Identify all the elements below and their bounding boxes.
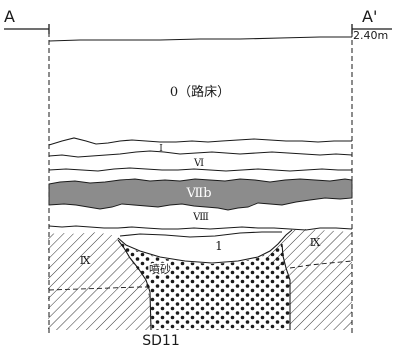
layer-label-sand-boil: 噴砂 (149, 263, 171, 276)
layer-label-0: 0（路床） (170, 84, 230, 100)
feature-label-sd11: SD11 (142, 333, 179, 347)
layer-viib-fill (48, 178, 353, 211)
boundary-vi-viib (48, 167, 352, 172)
layer-label-viib: Ⅶb (185, 186, 211, 201)
layer-ix-left-fill (48, 232, 152, 330)
sand-boil-outline (117, 239, 152, 331)
boundary-dashed-right (289, 260, 353, 269)
elevation-label: 2.40m (353, 29, 388, 42)
boundary-i-vi (48, 150, 353, 158)
sand-boil-outline-right (281, 243, 291, 330)
sd11-fill-top (119, 231, 282, 238)
layer-label-viii: Ⅷ (192, 212, 209, 223)
sd11-cut-line (117, 229, 293, 264)
layer-label-ix-left: Ⅸ (80, 254, 91, 267)
ground-surface-line (48, 36, 352, 42)
layer-label-vi: Ⅵ (193, 158, 204, 169)
endpoint-label-a-prime: A' (362, 7, 377, 26)
layer-label-1: 1 (215, 239, 223, 253)
boundary-0-i (48, 137, 352, 146)
sand-boil-fill (118, 240, 290, 330)
layer-label-i: Ⅰ (159, 144, 163, 154)
endpoint-label-a: A (4, 7, 15, 26)
boundary-dashed-left (48, 286, 150, 291)
layer-ix-right-fill (266, 229, 352, 330)
boundary-viii-base (48, 225, 353, 231)
layer-label-ix-right: Ⅸ (310, 236, 321, 249)
